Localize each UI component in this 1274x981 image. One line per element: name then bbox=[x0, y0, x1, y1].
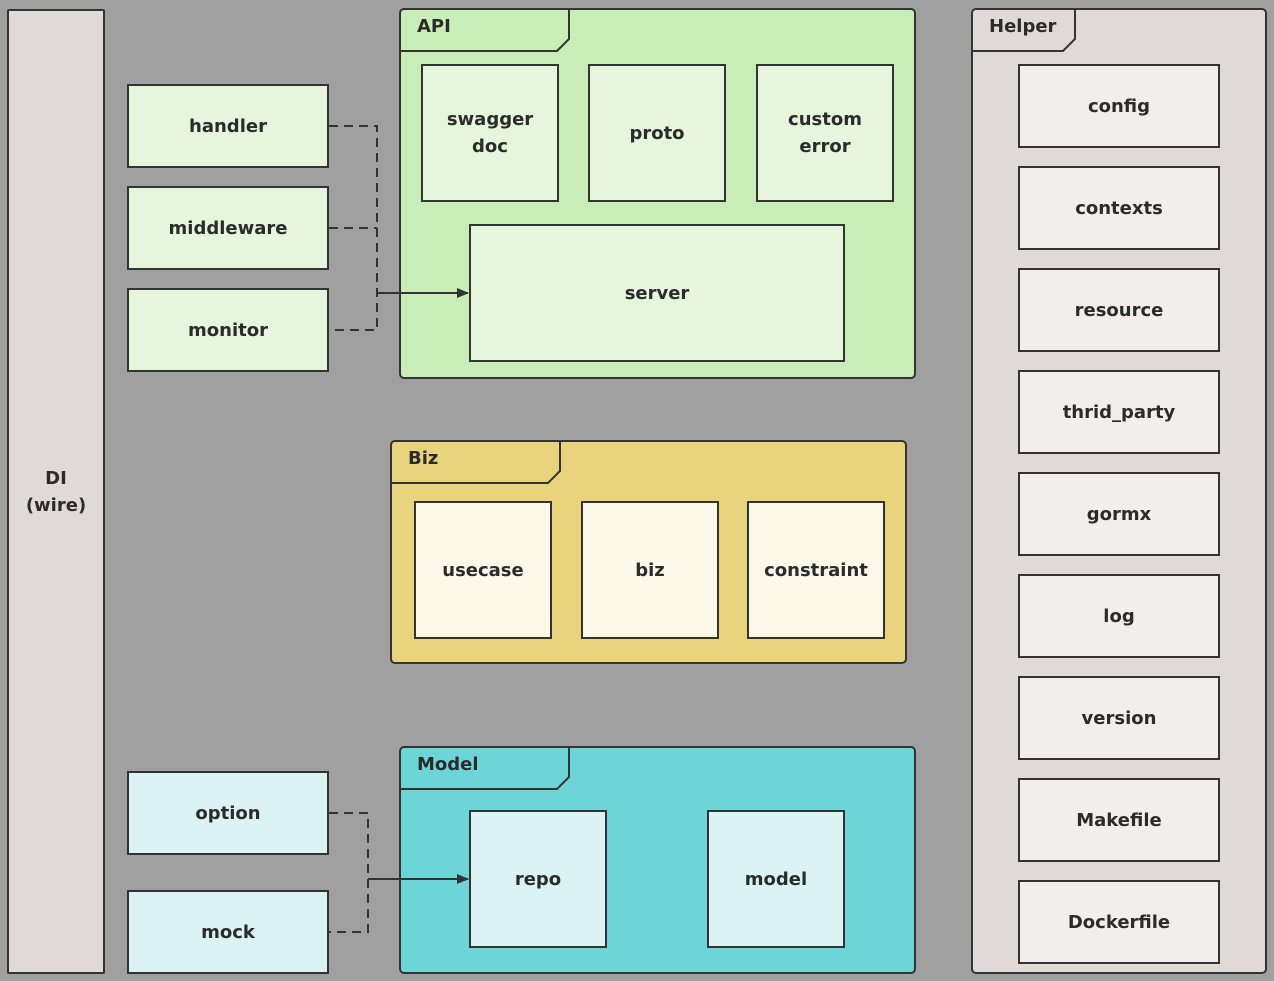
helper-item: config bbox=[1018, 64, 1220, 148]
helper-item: log bbox=[1018, 574, 1220, 658]
proto-box: proto bbox=[588, 64, 726, 202]
model-tab: Model bbox=[401, 748, 571, 790]
biz-box: biz bbox=[581, 501, 719, 639]
swagger-doc-box: swagger doc bbox=[421, 64, 559, 202]
middleware-box: middleware bbox=[127, 186, 329, 270]
helper-item: resource bbox=[1018, 268, 1220, 352]
custom-error-box: custom error bbox=[756, 64, 894, 202]
biz-tab: Biz bbox=[392, 442, 562, 484]
option-mock-connector bbox=[329, 812, 369, 933]
helper-item: version bbox=[1018, 676, 1220, 760]
helper-item: Makefile bbox=[1018, 778, 1220, 862]
helper-tab: Helper bbox=[973, 10, 1079, 52]
constraint-box: constraint bbox=[747, 501, 885, 639]
helper-item: gormx bbox=[1018, 472, 1220, 556]
monitor-box: monitor bbox=[127, 288, 329, 372]
api-tab: API bbox=[401, 10, 571, 52]
model-box: model bbox=[707, 810, 845, 948]
di-wire-box: DI (wire) bbox=[7, 9, 105, 974]
repo-box: repo bbox=[469, 810, 607, 948]
helper-item: thrid_party bbox=[1018, 370, 1220, 454]
biz-title: Biz bbox=[408, 448, 439, 469]
helper-item: Dockerfile bbox=[1018, 880, 1220, 964]
usecase-box: usecase bbox=[414, 501, 552, 639]
helper-title: Helper bbox=[989, 16, 1057, 37]
handler-box: handler bbox=[127, 84, 329, 168]
server-box: server bbox=[469, 224, 845, 362]
option-box: option bbox=[127, 771, 329, 855]
mock-box: mock bbox=[127, 890, 329, 974]
model-title: Model bbox=[417, 754, 479, 775]
helper-item: contexts bbox=[1018, 166, 1220, 250]
api-title: API bbox=[417, 16, 451, 37]
